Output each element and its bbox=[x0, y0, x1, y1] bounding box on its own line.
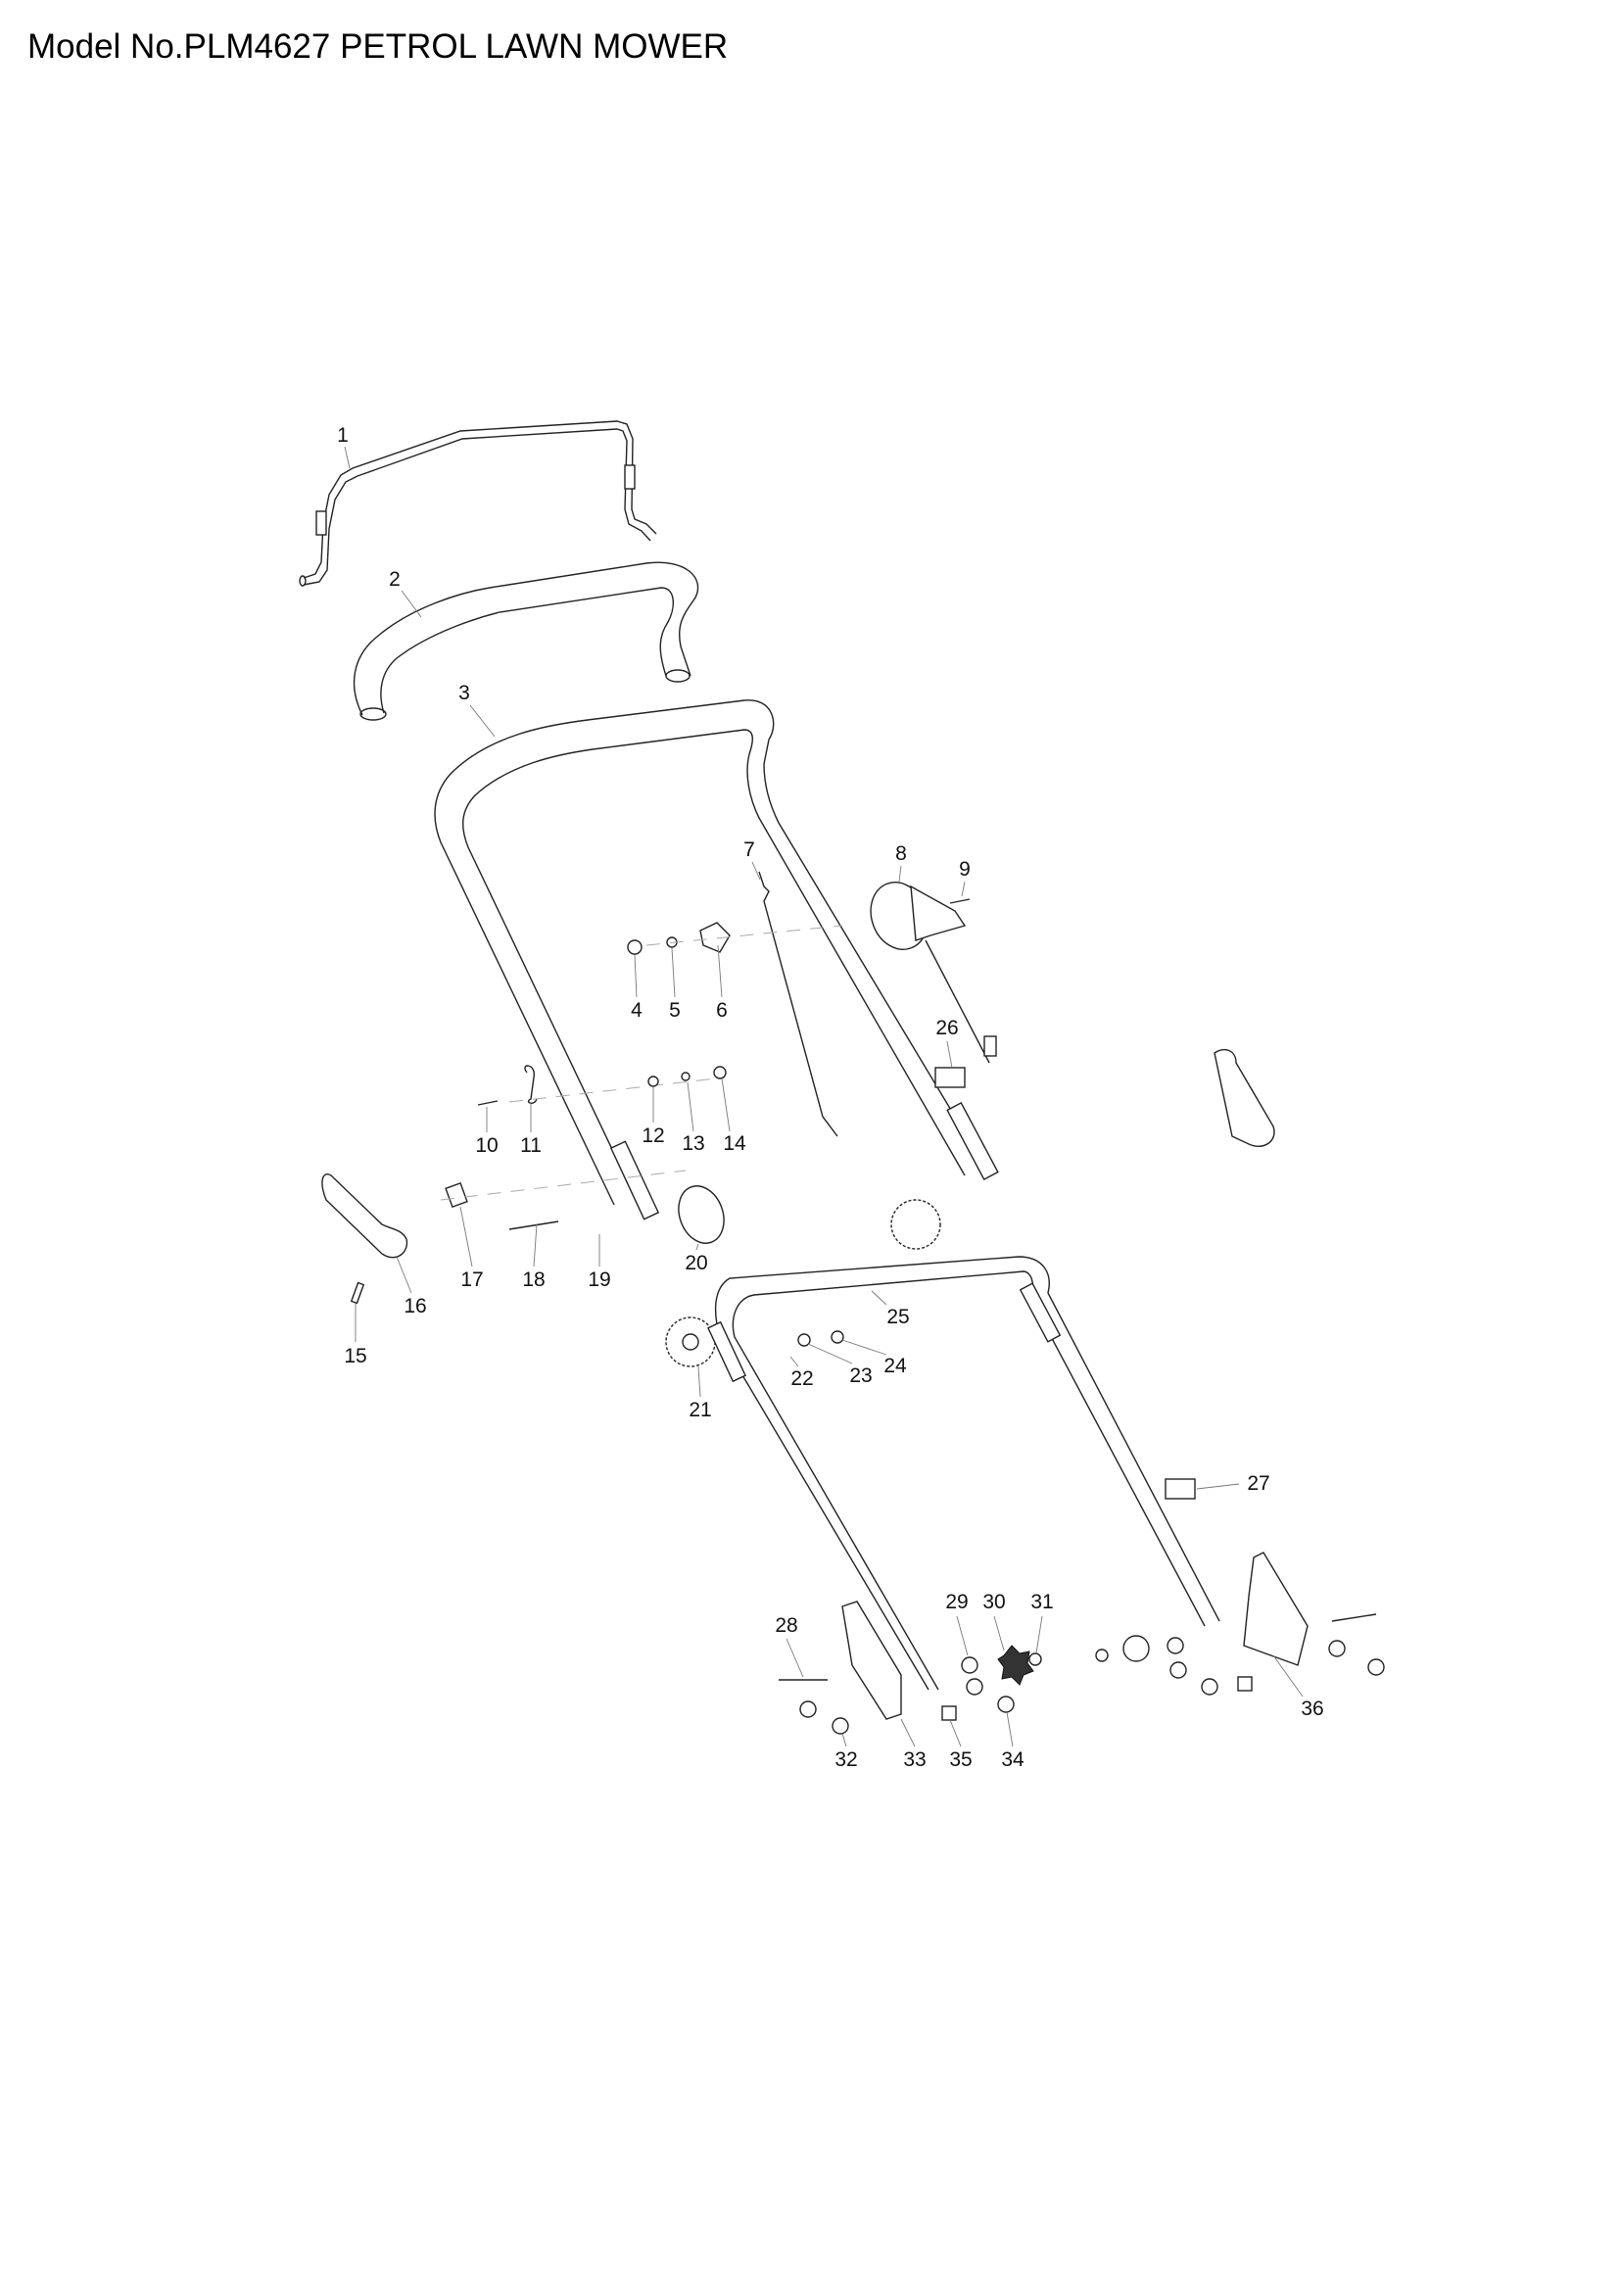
flange-bolt-part bbox=[1367, 1658, 1385, 1676]
nut-part bbox=[831, 1330, 844, 1344]
callout-34: 34 bbox=[1001, 1748, 1024, 1771]
washer-part bbox=[647, 1076, 659, 1087]
nut-part bbox=[1028, 1652, 1042, 1666]
callout-4: 4 bbox=[631, 999, 643, 1022]
callout-5: 5 bbox=[669, 999, 681, 1022]
washer-part bbox=[1169, 1661, 1187, 1679]
callout-12: 12 bbox=[642, 1124, 665, 1147]
callout-32: 32 bbox=[834, 1748, 858, 1771]
callout-21: 21 bbox=[689, 1399, 712, 1421]
callout-22: 22 bbox=[790, 1367, 814, 1390]
callout-36: 36 bbox=[1301, 1698, 1324, 1720]
callout-3: 3 bbox=[458, 682, 470, 704]
screw-part bbox=[949, 898, 971, 904]
gear-knob-right-part bbox=[890, 1199, 941, 1250]
leader-lines bbox=[344, 446, 1304, 1747]
right-cam-lever-part bbox=[1214, 1048, 1275, 1147]
callout-24: 24 bbox=[883, 1355, 907, 1377]
callout-14: 14 bbox=[723, 1132, 746, 1155]
engine-control-lever-part bbox=[870, 882, 997, 1064]
washer-part bbox=[997, 1696, 1015, 1713]
flange-nut-part bbox=[1201, 1678, 1218, 1696]
lower-handle-frame-part bbox=[707, 1256, 1220, 1691]
flange-bolt-part bbox=[1328, 1640, 1346, 1657]
upper-control-bar-part bbox=[299, 420, 657, 587]
callout-9: 9 bbox=[959, 858, 971, 881]
callout-30: 30 bbox=[982, 1591, 1006, 1613]
callout-6: 6 bbox=[716, 999, 728, 1022]
nut-part bbox=[713, 1066, 727, 1079]
callout-33: 33 bbox=[903, 1748, 927, 1771]
callout-1: 1 bbox=[337, 424, 349, 447]
control-cable-part bbox=[758, 871, 838, 1137]
callout-29: 29 bbox=[945, 1591, 969, 1613]
handle-grip-part bbox=[353, 561, 699, 721]
right-bracket-part bbox=[1243, 1552, 1309, 1666]
star-knob-right-part bbox=[1122, 1635, 1150, 1662]
callout-25: 25 bbox=[886, 1306, 910, 1328]
star-knob-part bbox=[997, 1645, 1034, 1686]
callout-20: 20 bbox=[685, 1252, 708, 1274]
callout-8: 8 bbox=[895, 842, 907, 865]
tube-plug-part bbox=[941, 1705, 957, 1721]
callout-13: 13 bbox=[682, 1132, 705, 1155]
page-title: Model No.PLM4627 PETROL LAWN MOWER bbox=[27, 27, 729, 66]
callout-2: 2 bbox=[389, 568, 401, 591]
callout-26: 26 bbox=[935, 1017, 959, 1039]
callout-19: 19 bbox=[588, 1268, 611, 1291]
knob-cap-part bbox=[1167, 1637, 1184, 1654]
left-cam-lever-part bbox=[321, 1173, 408, 1259]
cam-shaft-part bbox=[508, 1220, 559, 1230]
callout-7: 7 bbox=[743, 838, 755, 861]
callout-18: 18 bbox=[522, 1268, 546, 1291]
cap-nut-part bbox=[627, 939, 643, 955]
callout-17: 17 bbox=[460, 1268, 484, 1291]
flange-bolt-part bbox=[832, 1717, 849, 1735]
left-bracket-part bbox=[841, 1601, 902, 1720]
tube-plug-part bbox=[1237, 1676, 1253, 1692]
cable-clip-part bbox=[1165, 1478, 1196, 1500]
washer-part bbox=[966, 1678, 983, 1696]
callout-23: 23 bbox=[849, 1364, 873, 1387]
pin-part bbox=[350, 1281, 365, 1305]
callout-10: 10 bbox=[475, 1134, 499, 1157]
callout-15: 15 bbox=[344, 1345, 367, 1367]
upper-handle-frame-part bbox=[434, 699, 999, 1220]
nut-part bbox=[1095, 1649, 1109, 1662]
gear-knob-part bbox=[665, 1316, 716, 1367]
callout-28: 28 bbox=[775, 1614, 798, 1637]
callout-31: 31 bbox=[1030, 1591, 1054, 1613]
callout-27: 27 bbox=[1247, 1472, 1270, 1495]
adjust-knob-part bbox=[678, 1185, 725, 1244]
plate-part bbox=[445, 1181, 468, 1209]
flange-nut-part bbox=[799, 1700, 817, 1718]
carriage-bolt-part bbox=[1331, 1613, 1377, 1622]
cable-clip-part bbox=[934, 1067, 966, 1088]
knob-cap-part bbox=[961, 1656, 978, 1674]
washer-part bbox=[797, 1333, 811, 1347]
callout-16: 16 bbox=[404, 1295, 427, 1317]
callout-35: 35 bbox=[949, 1748, 973, 1771]
lock-nut-part bbox=[681, 1072, 691, 1081]
callout-11: 11 bbox=[520, 1134, 542, 1157]
bolt-part bbox=[477, 1100, 499, 1106]
hair-pin-part bbox=[524, 1065, 538, 1105]
cable-clip-part bbox=[699, 922, 731, 953]
